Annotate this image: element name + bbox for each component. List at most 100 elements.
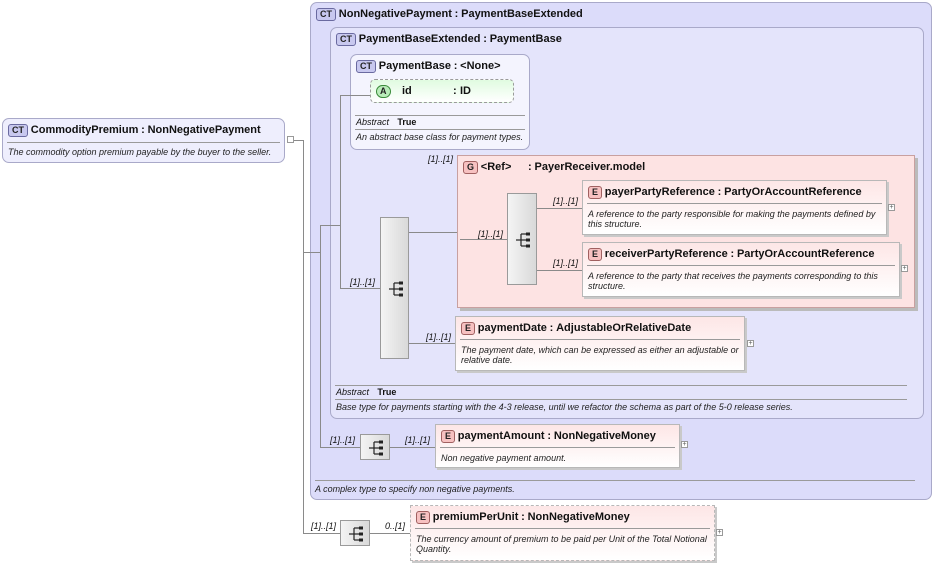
connector: [340, 288, 380, 289]
expand-icon[interactable]: +: [716, 529, 723, 536]
payer-party-name: payerPartyReference: [604, 186, 715, 199]
element-header: E paymentAmount : NonNegativeMoney: [441, 430, 656, 443]
type-separator: :: [453, 85, 457, 97]
payer-party-desc: A reference to the party responsible for…: [588, 209, 876, 229]
sequence-icon: [349, 526, 363, 542]
group-ref-type: PayerReceiver.model: [534, 161, 646, 174]
element-premium-per-unit[interactable]: E premiumPerUnit : NonNegativeMoney The …: [410, 505, 715, 561]
non-negative-payment-header: CT NonNegativePayment : PaymentBaseExten…: [316, 8, 583, 21]
connector: [537, 208, 582, 209]
complex-type-icon: CT: [336, 33, 356, 46]
divider: [587, 203, 882, 204]
sequence-compositor-main[interactable]: [380, 217, 409, 359]
complex-type-icon: CT: [316, 8, 336, 21]
connector: [537, 270, 582, 271]
element-payment-amount[interactable]: E paymentAmount : NonNegativeMoney Non n…: [435, 424, 680, 468]
payment-base-extended-header: CT PaymentBaseExtended : PaymentBase: [336, 33, 562, 46]
payment-date-type: AdjustableOrRelativeDate: [556, 322, 692, 335]
non-negative-payment-desc: A complex type to specify non negative p…: [315, 484, 515, 494]
element-header: E paymentDate : AdjustableOrRelativeDate: [461, 322, 691, 335]
attribute-id-type: ID: [460, 85, 471, 97]
commodity-premium-desc: The commodity option premium payable by …: [8, 147, 272, 157]
attribute-icon: A: [376, 85, 391, 98]
complex-type-icon: CT: [356, 60, 376, 73]
element-receiver-party-reference[interactable]: E receiverPartyReference : PartyOrAccoun…: [582, 242, 900, 297]
payment-amount-name: paymentAmount: [457, 430, 545, 443]
connector: [340, 95, 370, 96]
sequence-compositor-group[interactable]: [507, 193, 537, 285]
connector: [409, 232, 457, 233]
collapse-icon[interactable]: [287, 136, 294, 143]
group-icon: G: [463, 161, 479, 174]
commodity-premium-box[interactable]: CT CommodityPremium : NonNegativePayment…: [2, 118, 285, 163]
connector: [294, 140, 303, 141]
expand-icon[interactable]: +: [888, 204, 895, 211]
abstract-value: True: [397, 117, 417, 127]
abstract-label: Abstract: [336, 387, 370, 397]
divider: [440, 447, 675, 448]
type-separator: :: [141, 124, 145, 137]
divider: [415, 528, 710, 529]
abstract-row: Abstract True: [356, 117, 416, 128]
connector: [370, 533, 410, 534]
attribute-id[interactable]: A id : ID: [370, 79, 514, 103]
divider: [335, 399, 907, 400]
connector: [460, 239, 507, 240]
connector: [303, 533, 340, 534]
receiver-party-desc: A reference to the party that receives t…: [588, 271, 878, 291]
element-icon: E: [461, 322, 476, 335]
payment-base-type[interactable]: <None>: [460, 60, 501, 73]
connector: [320, 447, 360, 448]
payment-base-desc: An abstract base class for payment types…: [356, 132, 524, 142]
abstract-row: Abstract True: [336, 387, 396, 398]
group-header: G <Ref> : PayerReceiver.model: [463, 161, 645, 174]
premium-per-unit-cardinality: 0..[1]: [385, 521, 406, 531]
divider: [460, 339, 740, 340]
payment-date-desc: The payment date, which can be expressed…: [461, 345, 739, 365]
type-separator: :: [549, 322, 554, 335]
main-seq-cardinality: [1]..[1]: [350, 277, 376, 287]
group-seq-cardinality: [1]..[1]: [478, 229, 504, 239]
expand-icon[interactable]: +: [901, 265, 908, 272]
payment-amount-type: NonNegativeMoney: [553, 430, 656, 443]
payment-date-name: paymentDate: [477, 322, 547, 335]
element-payer-party-reference[interactable]: E payerPartyReference : PartyOrAccountRe…: [582, 180, 887, 235]
payment-date-cardinality: [1]..[1]: [426, 332, 452, 342]
divider: [355, 129, 525, 130]
payment-base-extended-desc: Base type for payments starting with the…: [336, 402, 793, 412]
type-separator: :: [454, 8, 459, 21]
non-negative-payment-name[interactable]: NonNegativePayment: [338, 8, 452, 21]
premium-per-unit-name: premiumPerUnit: [432, 511, 519, 524]
divider: [587, 265, 895, 266]
divider: [7, 142, 280, 143]
divider: [315, 480, 915, 481]
type-separator: :: [521, 511, 525, 524]
element-payment-date[interactable]: E paymentDate : AdjustableOrRelativeDate…: [455, 316, 745, 371]
amount-seq-cardinality: [1]..[1]: [330, 435, 356, 445]
type-separator: :: [547, 430, 552, 443]
connector: [340, 95, 341, 288]
sequence-compositor-outer[interactable]: [340, 520, 370, 546]
outer-seq-cardinality: [1]..[1]: [311, 521, 337, 531]
non-negative-payment-type[interactable]: PaymentBaseExtended: [461, 8, 583, 21]
payment-base-extended-type[interactable]: PaymentBase: [489, 33, 562, 46]
expand-icon[interactable]: +: [681, 441, 688, 448]
receiver-party-name: receiverPartyReference: [604, 248, 728, 261]
connector: [303, 140, 304, 533]
group-ref-name: <Ref>: [480, 161, 512, 174]
abstract-value: True: [377, 387, 397, 397]
expand-icon[interactable]: +: [747, 340, 754, 347]
payment-amount-cardinality: [1]..[1]: [405, 435, 431, 445]
payment-base-extended-name[interactable]: PaymentBaseExtended: [358, 33, 481, 46]
sequence-icon: [516, 232, 530, 248]
element-header: E premiumPerUnit : NonNegativeMoney: [416, 511, 630, 524]
payment-base-name[interactable]: PaymentBase: [378, 60, 451, 73]
type-separator: :: [528, 161, 532, 174]
receiver-party-type: PartyOrAccountReference: [736, 248, 875, 261]
attribute-id-name: id: [402, 85, 412, 97]
sequence-compositor-amount[interactable]: [360, 434, 390, 460]
abstract-label: Abstract: [356, 117, 390, 127]
divider: [355, 115, 525, 116]
payment-amount-desc: Non negative payment amount.: [441, 453, 567, 463]
connector: [303, 252, 320, 253]
